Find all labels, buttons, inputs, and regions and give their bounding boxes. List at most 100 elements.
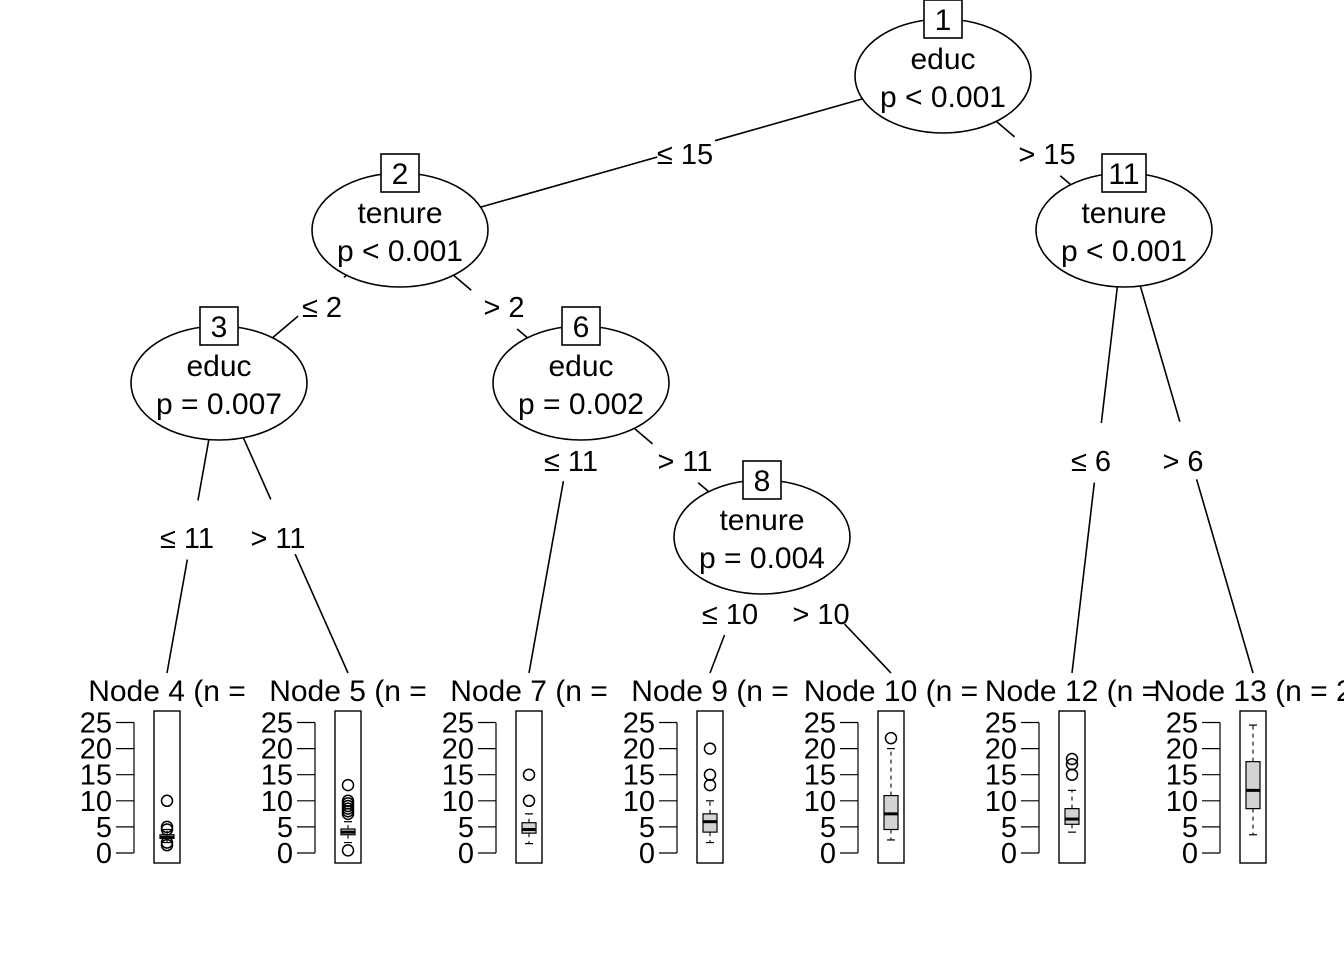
edge-label: > 10 xyxy=(792,599,849,631)
p-value: p < 0.001 xyxy=(880,81,1006,114)
y-tick-label: 0 xyxy=(96,838,112,870)
edge-line-lower xyxy=(1059,175,1072,186)
edge-3-4: ≤ 11 xyxy=(160,439,214,674)
edge-label: ≤ 6 xyxy=(1071,446,1111,478)
boxplot-panel xyxy=(1058,710,1086,864)
edge-line-lower xyxy=(166,559,189,674)
boxplot-panel xyxy=(515,710,543,864)
y-tick-label: 25 xyxy=(80,708,112,740)
node-id-box xyxy=(561,306,601,346)
y-tick-label: 20 xyxy=(1166,734,1198,766)
boxplot-box xyxy=(1245,761,1261,810)
boxplot-panel xyxy=(334,710,362,864)
split-variable: educ xyxy=(186,350,251,383)
y-tick-label: 10 xyxy=(261,786,293,818)
y-tick-label: 5 xyxy=(820,812,836,844)
edge-11-13: > 6 xyxy=(1139,285,1254,674)
terminal-node-label: Node 12 (n = xyxy=(985,675,1159,708)
edge-line-upper xyxy=(1139,285,1181,422)
edge-line-lower xyxy=(1071,482,1096,674)
y-tick-label: 10 xyxy=(1166,786,1198,818)
outlier-point xyxy=(1065,752,1079,766)
edge-1-11: > 15 xyxy=(995,120,1076,186)
terminal-node-label: Node 10 (n = xyxy=(804,675,978,708)
y-tick-label: 5 xyxy=(458,812,474,844)
terminal-node-label: Node 5 (n = xyxy=(269,675,427,708)
split-variable: educ xyxy=(910,43,975,76)
edge-label: > 6 xyxy=(1162,446,1203,478)
edge-line-upper xyxy=(242,437,272,500)
edge-label: ≤ 15 xyxy=(657,139,713,171)
outlier-point xyxy=(341,794,355,808)
edge-3-5: > 11 xyxy=(242,437,349,674)
edge-line-lower xyxy=(709,634,726,674)
y-tick-label: 25 xyxy=(1166,708,1198,740)
y-tick-label: 20 xyxy=(261,734,293,766)
y-tick-label: 20 xyxy=(985,734,1017,766)
y-tick-label: 15 xyxy=(985,760,1017,792)
y-tick-label: 5 xyxy=(96,812,112,844)
node-id-box xyxy=(1101,153,1147,193)
edge-2-6: > 2 xyxy=(453,274,528,339)
edge-11-12: ≤ 6 xyxy=(1071,286,1119,674)
y-tick-label: 20 xyxy=(623,734,655,766)
node-id-box xyxy=(199,306,239,346)
split-variable: tenure xyxy=(719,504,804,537)
split-variable: tenure xyxy=(1081,197,1166,230)
edge-line-upper xyxy=(197,439,210,501)
node-id: 6 xyxy=(573,311,590,344)
node-id-box xyxy=(742,460,782,500)
y-tick-label: 25 xyxy=(623,708,655,740)
y-tick-label: 25 xyxy=(261,708,293,740)
outlier-point xyxy=(160,836,174,849)
edge-label: ≤ 10 xyxy=(702,599,758,631)
edge-8-9: ≤ 10 xyxy=(702,599,758,674)
y-tick-label: 25 xyxy=(985,708,1017,740)
p-value: p = 0.002 xyxy=(518,388,644,421)
y-tick-label: 25 xyxy=(804,708,836,740)
y-tick-label: 10 xyxy=(804,786,836,818)
edge-line-lower xyxy=(480,156,658,208)
y-tick-label: 0 xyxy=(639,838,655,870)
edge-label: ≤ 2 xyxy=(302,292,342,324)
y-tick-label: 20 xyxy=(442,734,474,766)
y-tick-label: 15 xyxy=(261,760,293,792)
edge-line-upper xyxy=(453,274,472,291)
edge-line-lower xyxy=(843,623,892,674)
edge-label: > 15 xyxy=(1018,139,1075,171)
terminal-node-label: Node 7 (n = xyxy=(450,675,608,708)
y-tick-label: 5 xyxy=(1001,812,1017,844)
y-tick-label: 5 xyxy=(1182,812,1198,844)
node-id-box xyxy=(923,0,963,39)
edge-line-lower xyxy=(697,482,710,493)
edge-line-lower xyxy=(272,315,299,339)
edge-6-7: ≤ 11 xyxy=(528,446,598,674)
p-value: p = 0.007 xyxy=(156,388,282,421)
outlier-point xyxy=(522,768,536,781)
edge-line-upper xyxy=(714,98,863,142)
y-tick-label: 0 xyxy=(458,838,474,870)
node-id: 11 xyxy=(1108,158,1139,191)
outlier-point xyxy=(884,731,898,745)
node-id: 8 xyxy=(754,465,771,498)
edge-line-lower xyxy=(294,553,349,674)
y-tick-label: 15 xyxy=(804,760,836,792)
edge-line-lower xyxy=(516,328,528,339)
terminal-node-label: Node 9 (n = xyxy=(631,675,789,708)
boxplot-box xyxy=(521,822,537,834)
node-id: 2 xyxy=(392,158,409,191)
y-tick-label: 0 xyxy=(1001,838,1017,870)
